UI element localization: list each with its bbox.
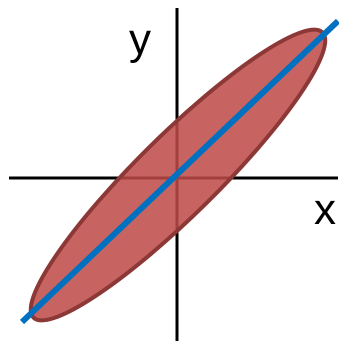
y-axis-label: y	[129, 15, 151, 64]
x-axis-label: x	[314, 185, 336, 234]
trend-line	[19, 18, 339, 325]
